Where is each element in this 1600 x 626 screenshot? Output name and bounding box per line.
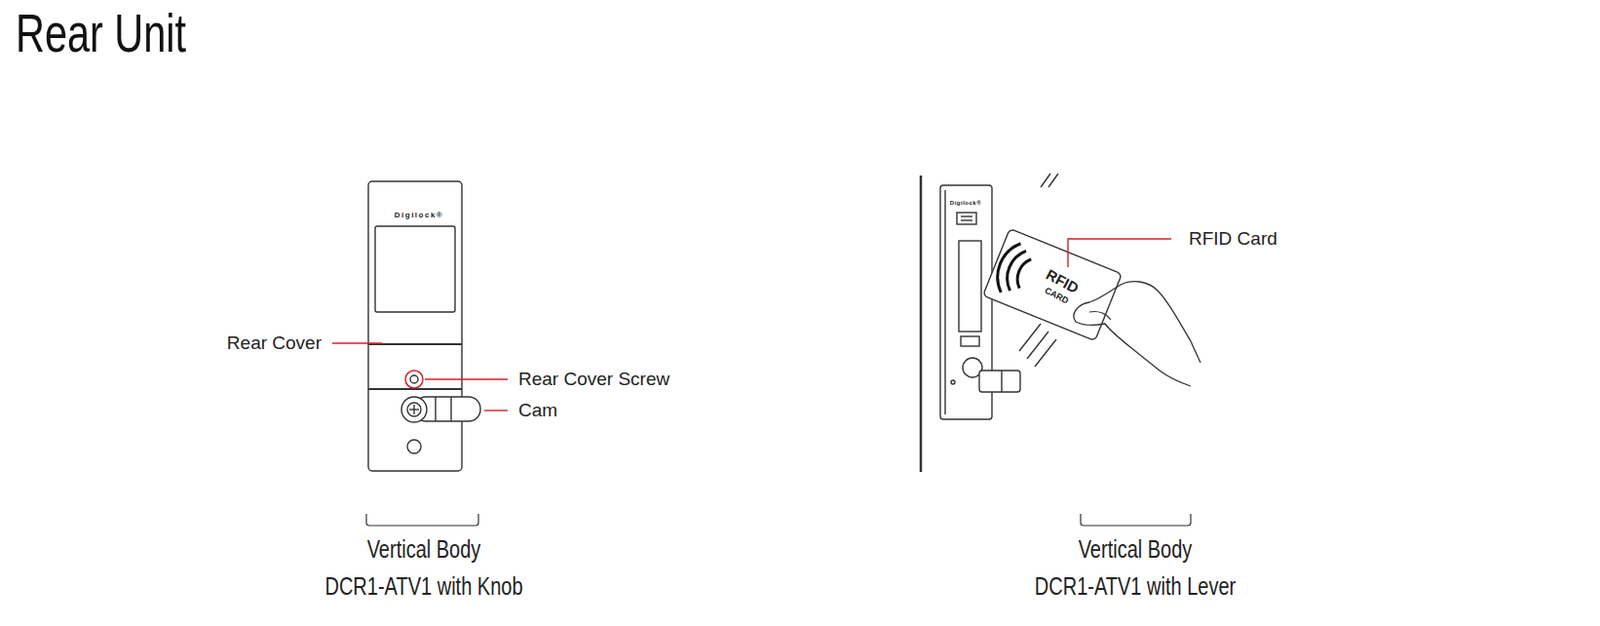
part-label: Rear Cover Screw xyxy=(518,369,670,390)
part-label: Cam xyxy=(518,400,558,421)
page-title: Rear Unit xyxy=(15,2,187,64)
brand-mark: Digilock® xyxy=(394,211,445,221)
model-caption: DCR1-ATV1 with Knob xyxy=(324,572,523,601)
part-label: Rear Cover xyxy=(227,333,322,354)
model-caption: Vertical Body xyxy=(367,535,482,564)
brand-mark: Digilock® xyxy=(950,199,982,207)
part-label: RFID Card xyxy=(1188,228,1278,250)
model-caption: Vertical Body xyxy=(1078,535,1193,564)
model-caption: DCR1-ATV1 with Lever xyxy=(1034,572,1236,601)
